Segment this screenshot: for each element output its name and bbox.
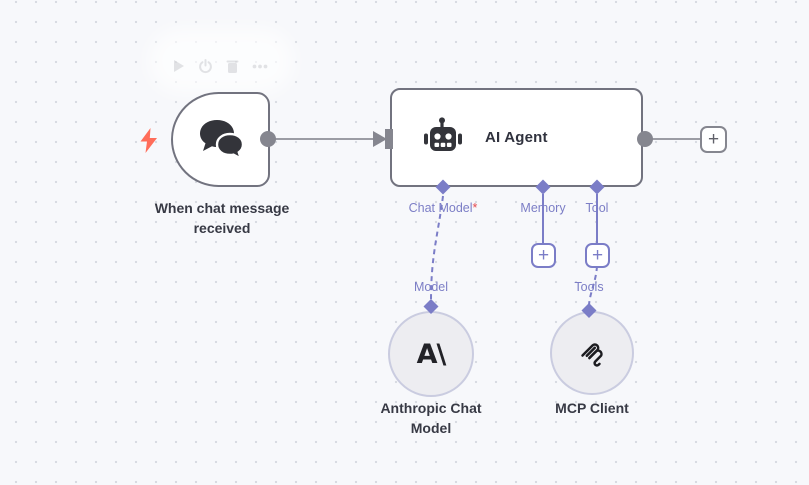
trigger-node-label: When chat message received <box>154 200 290 236</box>
add-tool-button[interactable]: + <box>585 243 610 268</box>
trash-icon[interactable] <box>226 59 239 74</box>
node-hover-toolbar <box>172 56 272 76</box>
lightning-bolt-icon <box>140 128 157 153</box>
anthropic-node-label: Anthropic Chat Model <box>380 400 482 436</box>
add-next-node-button[interactable]: + <box>700 126 727 153</box>
ellipsis-icon[interactable] <box>252 64 268 69</box>
trigger-node-when-chat-message-received[interactable] <box>171 92 270 187</box>
robot-icon <box>424 116 462 151</box>
mcp-logo-icon <box>581 343 603 367</box>
anthropic-logo-icon: A\ <box>416 338 447 370</box>
ai-agent-title: AI Agent <box>485 129 548 146</box>
add-memory-button[interactable]: + <box>531 243 556 268</box>
power-icon[interactable] <box>198 58 213 74</box>
hover-toolbar-haze <box>162 42 280 80</box>
chat-bubbles-icon <box>199 119 244 161</box>
anthropic-chat-model-node[interactable]: A\ <box>388 311 474 397</box>
mcp-node-label: MCP Client <box>555 400 629 416</box>
port-label-tools: Tools <box>574 280 604 294</box>
edge-tool-to-mcp[interactable] <box>588 265 598 306</box>
required-asterisk: * <box>472 201 478 215</box>
play-icon[interactable] <box>172 59 185 73</box>
mcp-client-node[interactable] <box>550 311 634 395</box>
edge-chatmodel-to-anthropic[interactable] <box>430 195 444 301</box>
ai-agent-node[interactable]: AI Agent <box>390 88 643 187</box>
